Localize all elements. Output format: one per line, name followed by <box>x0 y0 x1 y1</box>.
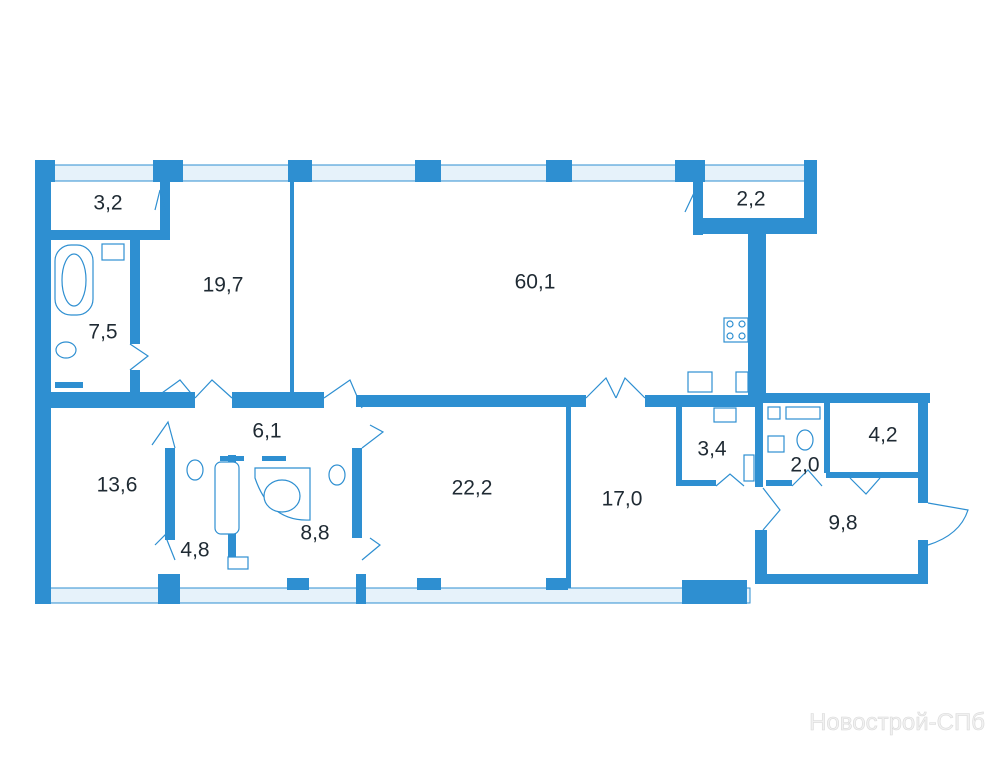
room-area-bedroom-mid: 22,2 <box>452 477 493 500</box>
radiator-icon <box>785 406 821 420</box>
room-area-corridor: 6,1 <box>252 420 281 443</box>
door-swings <box>129 189 969 561</box>
room-area-bedroom-left: 13,6 <box>97 474 138 497</box>
room-area-living-kitchen: 60,1 <box>515 271 556 294</box>
toilet-icon <box>55 341 77 359</box>
radiator-icon <box>220 456 244 461</box>
bathtub-icon <box>214 461 240 535</box>
room-area-loggia-left: 3,2 <box>93 192 122 215</box>
room-labels: 3,2 2,2 7,5 19,7 60,1 6,1 13,6 4,8 8,8 2… <box>88 188 897 562</box>
walls <box>35 160 930 604</box>
room-area-wc-small: 4,8 <box>180 539 209 562</box>
room-area-utility: 3,4 <box>697 438 727 461</box>
room-area-bathroom-main: 8,8 <box>300 522 329 545</box>
sink-icon <box>227 556 249 570</box>
toilet-icon <box>796 429 814 451</box>
radiator-icon <box>55 382 83 388</box>
sink-icon <box>101 243 125 261</box>
room-area-loggia-right: 2,2 <box>736 188 765 211</box>
sink-icon <box>713 407 737 423</box>
toilet-icon <box>328 464 346 486</box>
room-area-hall: 9,8 <box>828 512 857 535</box>
toilet-icon <box>186 459 204 481</box>
radiator-icon <box>262 456 286 461</box>
watermark: Новострой-СПб <box>809 709 985 736</box>
room-area-bedroom-top: 19,7 <box>203 274 244 297</box>
room-area-bathroom-top: 7,5 <box>88 321 117 344</box>
shelf-icon <box>743 454 755 482</box>
kitchen-sink-icon <box>687 371 713 393</box>
shaft-icon <box>767 406 781 420</box>
sink-icon <box>767 435 785 453</box>
room-area-wc-right: 2,0 <box>790 454 819 477</box>
room-area-storage: 4,2 <box>868 424 897 447</box>
fixtures <box>54 243 821 570</box>
room-area-bedroom-right: 17,0 <box>602 488 643 511</box>
